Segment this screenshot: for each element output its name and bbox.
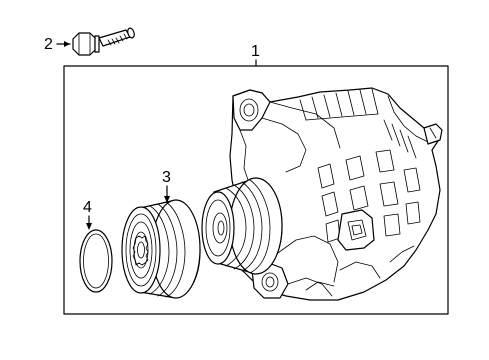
alternator <box>201 87 443 301</box>
ring <box>79 229 113 293</box>
pulley <box>121 199 201 299</box>
callout-2-arrow <box>64 41 70 47</box>
callout-1-label: 1 <box>251 43 260 60</box>
callout-2[interactable]: 2 <box>44 36 71 53</box>
assembly-frame <box>63 65 449 315</box>
bolt <box>72 27 135 56</box>
callout-4-arrow <box>86 223 92 230</box>
callout-1[interactable]: 1 <box>251 43 260 67</box>
callout-4[interactable]: 4 <box>83 199 92 230</box>
callout-3-label: 3 <box>162 169 171 186</box>
callout-2-label: 2 <box>44 36 53 53</box>
callout-3-arrow <box>164 196 170 203</box>
callout-4-label: 4 <box>83 199 92 216</box>
callout-3[interactable]: 3 <box>162 169 171 203</box>
